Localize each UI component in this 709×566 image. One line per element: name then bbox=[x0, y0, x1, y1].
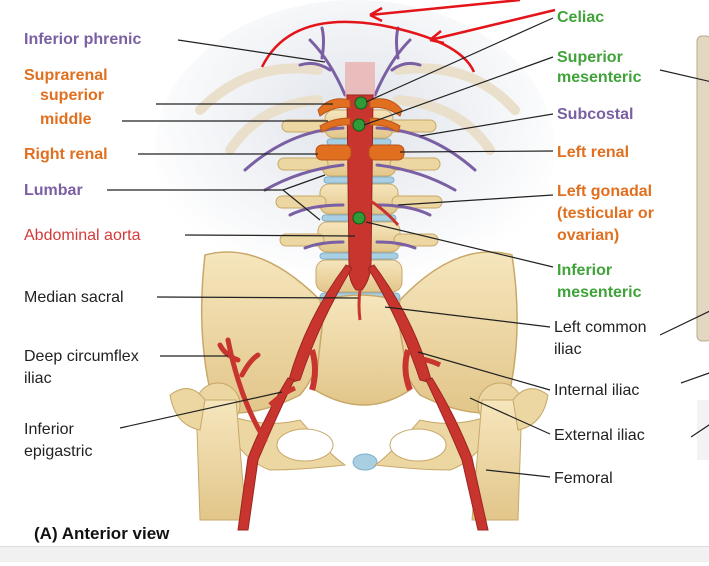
pelvis bbox=[200, 251, 518, 471]
label-left-gonadal: Left gonadal bbox=[557, 183, 652, 200]
label-left-gonadal-3: ovarian) bbox=[557, 227, 619, 244]
label-superior-mesenteric-2: mesenteric bbox=[557, 69, 642, 86]
label-subcostal: Subcostal bbox=[557, 106, 633, 123]
label-femoral: Femoral bbox=[554, 470, 613, 487]
bottom-strip bbox=[0, 546, 709, 562]
label-internal-iliac: Internal iliac bbox=[554, 382, 639, 399]
label-left-renal: Left renal bbox=[557, 144, 629, 161]
label-suprarenal-superior: superior bbox=[40, 87, 104, 104]
label-deep-circumflex-iliac: iliac bbox=[24, 370, 52, 387]
label-inferior-mesenteric: Inferior bbox=[557, 262, 612, 279]
labels-right: Celiac Superior mesenteric Subcostal Lef… bbox=[554, 9, 654, 487]
label-left-common: Left common bbox=[554, 319, 646, 336]
label-external-iliac: External iliac bbox=[554, 427, 645, 444]
ribs bbox=[195, 63, 520, 155]
annotation-arrow-1 bbox=[369, 0, 521, 17]
annotation-arrow-2-head bbox=[429, 30, 445, 45]
label-inferior-epigastric-2: epigastric bbox=[24, 443, 92, 460]
figure-caption: (A) Anterior view bbox=[34, 524, 170, 543]
red-annotations bbox=[260, 0, 556, 73]
label-abdominal-aorta: Abdominal aorta bbox=[24, 227, 141, 244]
purple-branches bbox=[243, 26, 477, 250]
label-suprarenal-middle: middle bbox=[40, 111, 92, 128]
label-left-gonadal-2: (testicular or bbox=[557, 205, 654, 222]
annotation-arrow-2 bbox=[429, 8, 556, 42]
side-panel bbox=[696, 35, 709, 460]
annotation-arrow-1-head bbox=[369, 6, 383, 23]
label-inferior-epigastric: Inferior bbox=[24, 421, 74, 438]
label-celiac: Celiac bbox=[557, 9, 604, 26]
leader-lines bbox=[107, 17, 709, 478]
aorta-system bbox=[217, 62, 489, 531]
label-right-renal: Right renal bbox=[24, 146, 108, 163]
label-inferior-phrenic: Inferior phrenic bbox=[24, 31, 141, 48]
label-median-sacral: Median sacral bbox=[24, 289, 124, 306]
labels-left: Inferior phrenic Suprarenal superior mid… bbox=[24, 31, 141, 460]
label-left-common-iliac: iliac bbox=[554, 341, 582, 358]
annotation-arc bbox=[260, 20, 476, 73]
label-superior-mesenteric: Superior bbox=[557, 49, 623, 66]
label-inferior-mesenteric-2: mesenteric bbox=[557, 284, 642, 301]
label-lumbar: Lumbar bbox=[24, 182, 83, 199]
label-suprarenal: Suprarenal bbox=[24, 67, 108, 84]
label-deep-circumflex: Deep circumflex bbox=[24, 348, 139, 365]
green-branch-points bbox=[352, 96, 368, 225]
